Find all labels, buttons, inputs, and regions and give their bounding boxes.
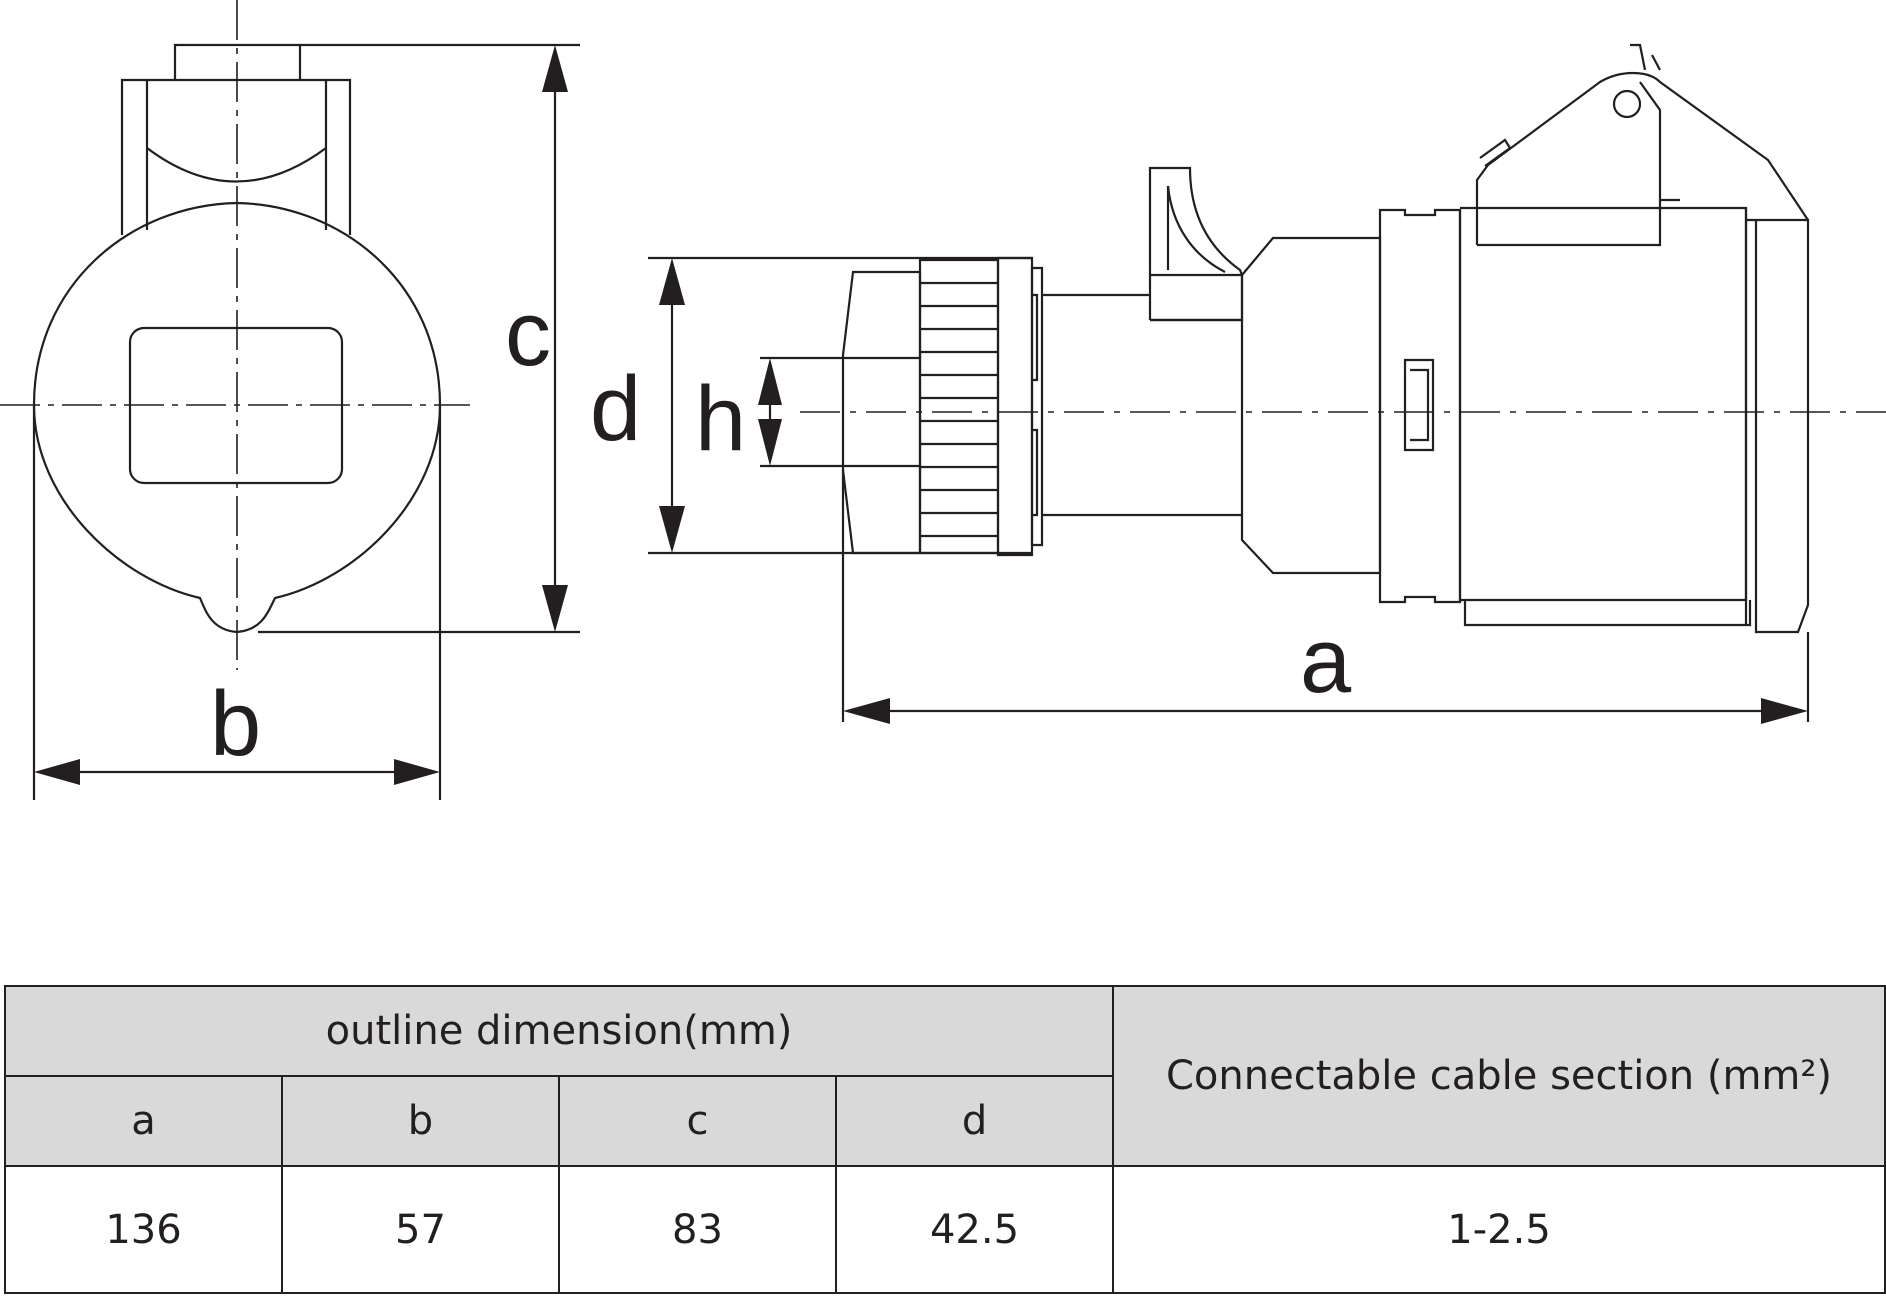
label-d: d [590,358,641,460]
arrow-a-right [1761,698,1808,724]
dimension-a [841,470,1810,722]
column-b: b [281,1075,560,1167]
value-cable-section: 1-2.5 [1112,1165,1886,1294]
column-d: d [834,1075,1115,1167]
value-a: 136 [4,1165,283,1294]
column-a: a [4,1075,283,1167]
dimension-b [32,405,442,800]
arrow-c-bottom [542,585,568,632]
arrow-d-top [659,258,685,305]
table-column-row: a b c d [4,1075,1885,1167]
value-c: 83 [558,1165,837,1294]
header-cable-section: Connectable cable section (mm²) [1112,985,1886,1167]
arrow-h-top [758,358,782,405]
arrow-d-bottom [659,506,685,553]
arrow-a-left [843,698,890,724]
arrow-b-left [34,759,80,785]
label-c: c [505,283,551,385]
label-h: h [695,368,746,470]
table-header-row: outline dimension(mm) Connectable cable … [3,985,1886,1167]
arrow-b-right [394,759,440,785]
column-c: c [558,1075,837,1167]
arrow-h-bottom [758,419,782,466]
table-row: 136 57 83 42.5 1-2.5 [4,1165,1886,1294]
label-b: b [210,673,261,775]
arrow-c-top [542,45,568,92]
dimension-d [648,256,1032,555]
connector-outline-drawing: c b d h a [0,0,1886,800]
value-d: 42.5 [834,1165,1115,1294]
label-a: a [1300,610,1352,712]
front-view [0,0,470,670]
value-b: 57 [281,1165,560,1294]
side-view [800,43,1886,634]
dimension-table: outline dimension(mm) Connectable cable … [3,985,1886,1294]
header-outline-dimension: outline dimension(mm) [3,985,1115,1077]
dimension-c [258,43,580,634]
